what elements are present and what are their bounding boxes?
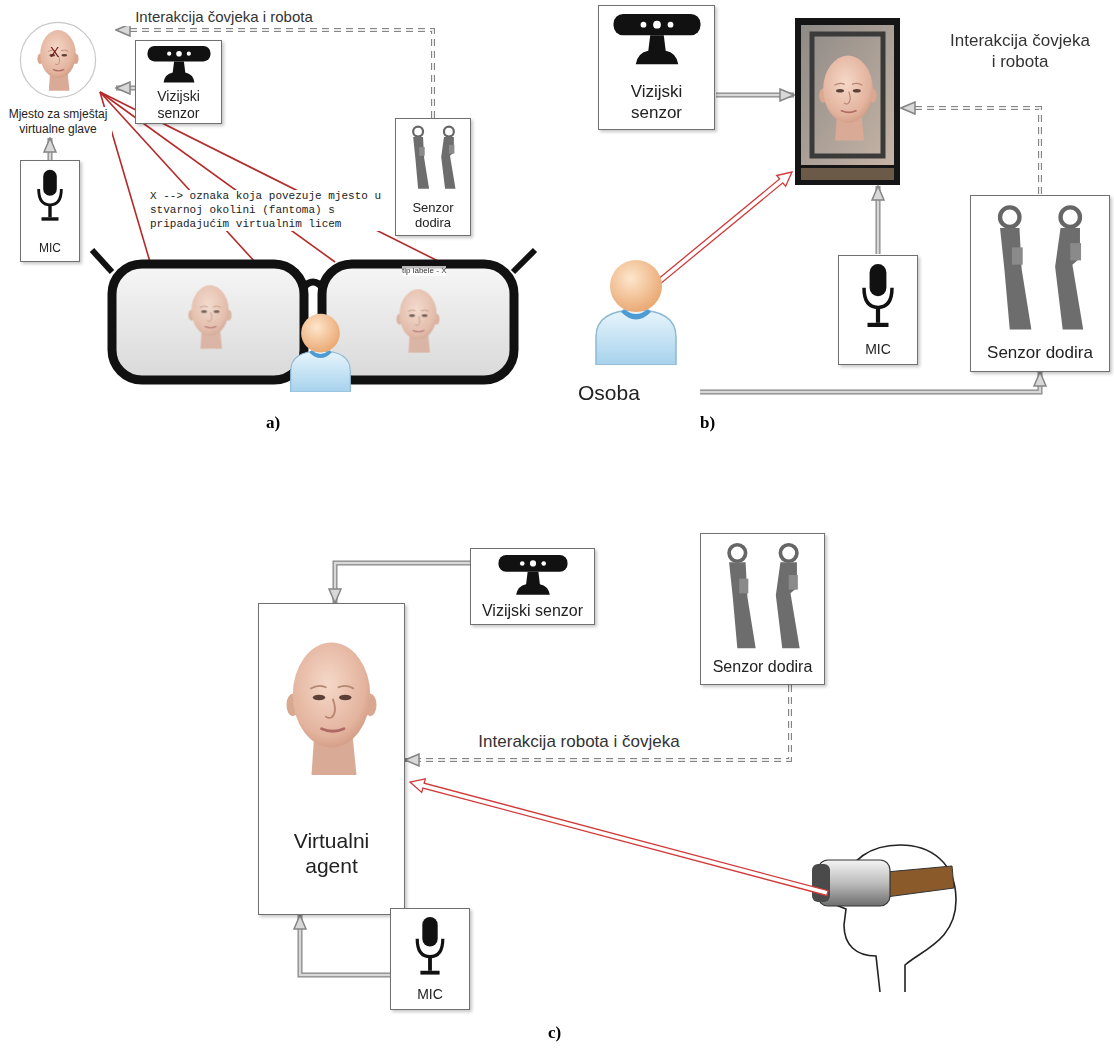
connector-line — [50, 138, 51, 160]
icon — [493, 555, 573, 601]
icon — [406, 125, 461, 191]
node-text: Mjesto za smještaj virtualne glave — [4, 107, 112, 136]
vr-headset — [812, 845, 956, 992]
gaze-arrow — [408, 775, 829, 900]
connector — [116, 88, 135, 89]
connector-label: Interakcija čovjeka i robota — [96, 8, 352, 26]
connector-line — [335, 563, 470, 603]
panel-label: c) — [548, 1022, 561, 1043]
lens-label: tip labele - X — [402, 266, 446, 276]
icon — [269, 620, 394, 785]
touch-sensor-box: Senzor dodira — [395, 118, 471, 236]
vision-sensor-box: Vizijski senzor — [598, 5, 715, 130]
connector-line — [48, 138, 53, 160]
connector-line — [405, 685, 790, 760]
robot-display — [795, 18, 900, 185]
virtual-head-spot: Mjesto za smještaj virtualne glave — [0, 20, 116, 138]
connector-line — [335, 563, 470, 603]
node-text: Virtualni agent — [265, 828, 398, 878]
gaze-arrow — [650, 167, 796, 291]
person-figure — [291, 314, 351, 392]
icon — [144, 46, 214, 88]
connector — [50, 138, 51, 160]
icon — [986, 204, 1094, 334]
connector-line — [300, 915, 390, 975]
node-text: Vizijski senzor — [603, 82, 710, 123]
interaction-label: Interakcija čovjeka i robota — [950, 30, 1090, 73]
icon — [856, 264, 900, 334]
node-text: Osoba — [574, 380, 640, 405]
icon — [717, 542, 809, 652]
connector-line — [405, 685, 790, 760]
connector-line — [116, 86, 135, 91]
connector — [335, 563, 470, 603]
node-text: Senzor dodira — [399, 200, 467, 231]
connector — [300, 915, 390, 975]
panel-label: a) — [266, 412, 280, 433]
touch-sensor-box: Senzor dodira — [700, 533, 825, 685]
icon — [33, 169, 67, 227]
connector-line — [700, 372, 1040, 392]
virtual-agent-box: Virtualni agent — [258, 603, 405, 915]
connector-line — [49, 138, 52, 160]
icon — [581, 255, 691, 365]
connector-line — [700, 372, 1040, 392]
connector-line — [335, 563, 470, 603]
dashed-connector — [405, 685, 790, 760]
connector-line — [300, 915, 390, 975]
connector-line — [300, 915, 390, 975]
node-text: Senzor dodira — [987, 343, 1093, 363]
node-text: Vizijski senzor — [139, 88, 218, 122]
connector-label: Interakcija robota i čovjeka — [428, 732, 730, 752]
icon — [607, 14, 707, 72]
person-node: Osoba — [572, 255, 700, 405]
node-text: MIC — [865, 341, 891, 358]
connector-line — [116, 87, 135, 90]
icon — [410, 917, 450, 981]
node-text: MIC — [417, 986, 443, 1003]
connector-line — [405, 685, 790, 760]
vision-sensor-box: Vizijski senzor — [135, 40, 222, 124]
microphone-box: MIC — [20, 160, 80, 262]
microphone-box: MIC — [390, 908, 470, 1010]
note-text: X --> oznaka koja povezuje mjesto u stva… — [150, 190, 388, 231]
touch-sensor-box: Senzor dodira — [970, 195, 1110, 372]
node-text: Senzor dodira — [713, 657, 813, 676]
node-text: MIC — [39, 241, 61, 255]
connector-line — [116, 88, 135, 89]
connector-line — [700, 372, 1040, 392]
anchor-mark: X — [50, 44, 59, 62]
node-text: Vizijski senzor — [482, 601, 583, 620]
panel-label: b) — [700, 412, 715, 433]
vision-sensor-box: Vizijski senzor — [470, 548, 595, 625]
microphone-box: MIC — [838, 255, 918, 365]
connector — [700, 372, 1040, 392]
